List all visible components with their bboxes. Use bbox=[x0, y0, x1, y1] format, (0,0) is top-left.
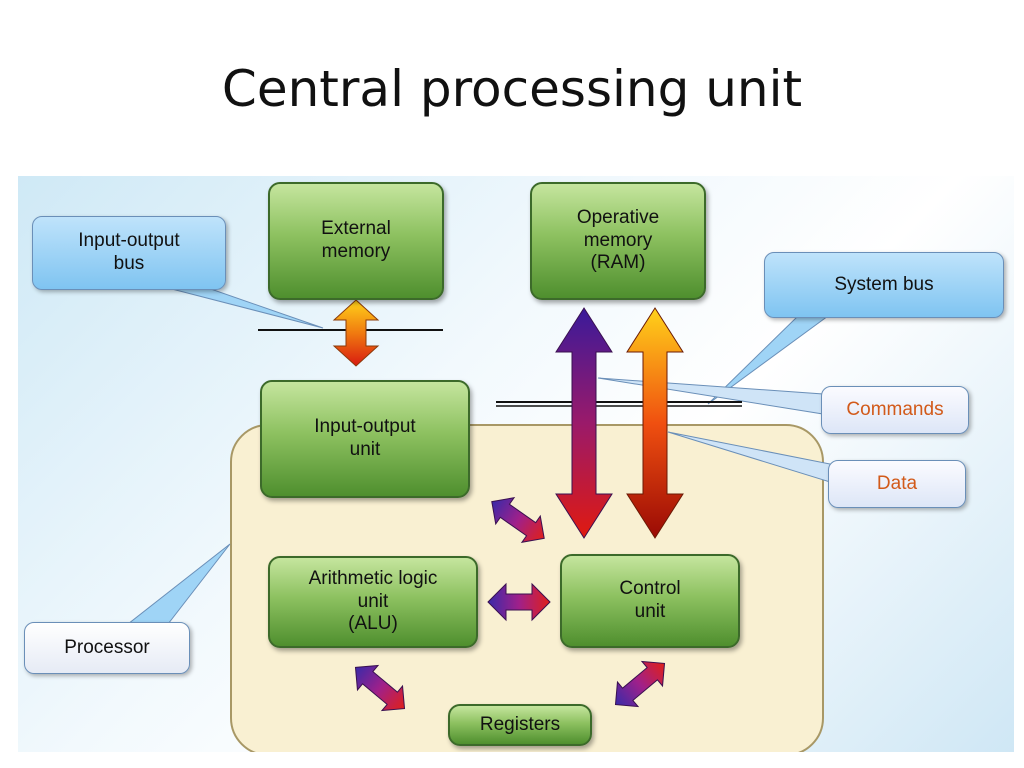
processor-pointer bbox=[126, 543, 231, 625]
alu-box: Arithmetic logic unit (ALU) bbox=[268, 556, 478, 648]
registers-box: Registers bbox=[448, 704, 592, 746]
external-memory-box: External memory bbox=[268, 182, 444, 300]
cpu-diagram: External memory Operative memory (RAM) I… bbox=[18, 176, 1014, 752]
commands-pointer bbox=[597, 377, 824, 415]
system-bus-callout: System bus bbox=[764, 252, 1004, 318]
io-double-arrow bbox=[332, 299, 380, 367]
commands-callout: Commands bbox=[821, 386, 969, 434]
control-unit-box: Control unit bbox=[560, 554, 740, 648]
data-callout: Data bbox=[828, 460, 966, 508]
system-bus-pointer bbox=[707, 315, 830, 405]
processor-callout: Processor bbox=[24, 622, 190, 674]
operative-memory-box: Operative memory (RAM) bbox=[530, 182, 706, 300]
input-output-unit-box: Input-output unit bbox=[260, 380, 470, 498]
io-bus-callout: Input-output bus bbox=[32, 216, 226, 290]
slide-title: Central processing unit bbox=[221, 60, 803, 118]
